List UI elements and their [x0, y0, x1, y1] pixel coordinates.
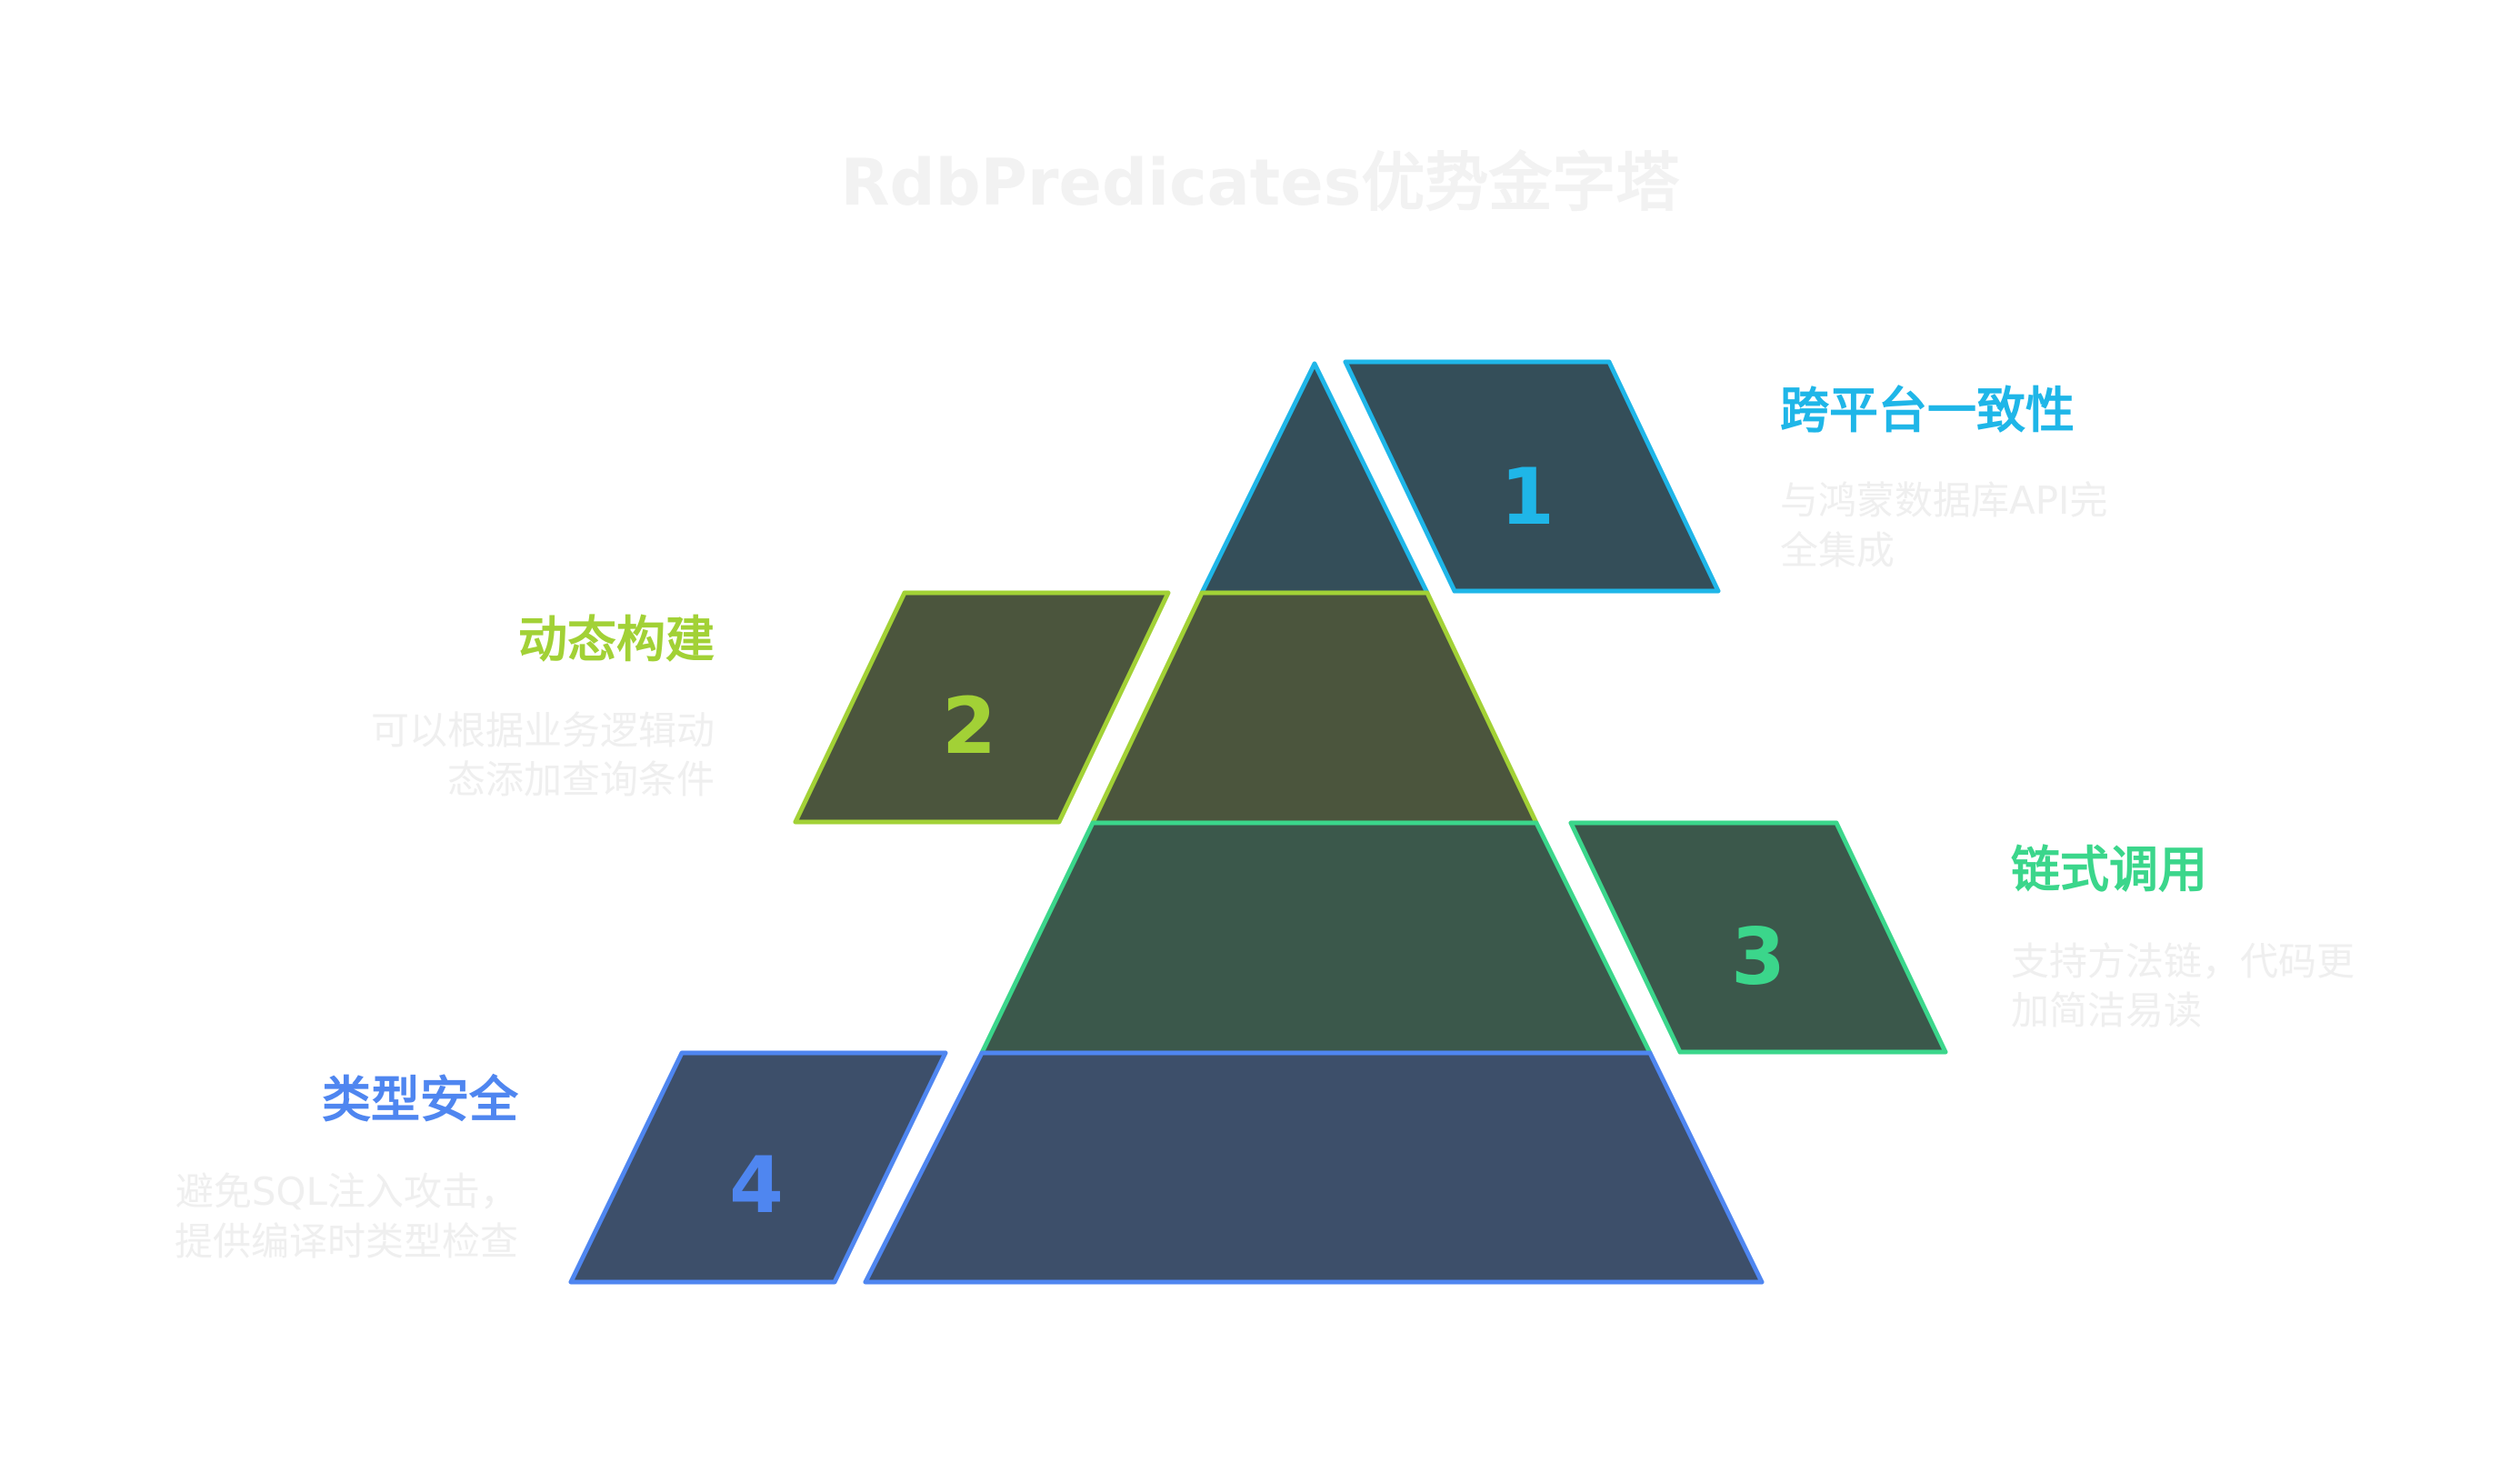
- badge-1: 1: [1343, 359, 1721, 594]
- label-3-heading: 链式调用: [2011, 841, 2207, 898]
- badge-4-shape: [568, 1050, 948, 1285]
- number-badges: 1 2 3 4: [568, 359, 1948, 1285]
- badge-3-number: 3: [1731, 912, 1785, 1003]
- label-4-heading: 类型安全: [322, 1071, 519, 1128]
- diagram-title: RdbPredicates优势金字塔: [841, 145, 1681, 220]
- label-1-desc-line-2: 全集成: [1780, 528, 1895, 573]
- badge-4-number: 4: [729, 1140, 784, 1231]
- label-2-heading: 动态构建: [518, 611, 715, 668]
- label-2-desc-line-2: 态添加查询条件: [447, 757, 715, 802]
- badge-1-number: 1: [1500, 452, 1555, 543]
- pyramid-tier-2: [1090, 590, 1539, 826]
- pyramid: [863, 361, 1765, 1285]
- label-1-desc-line-1: 与鸿蒙数据库API完: [1780, 478, 2107, 523]
- label-4-desc-line-1: 避免SQL注入攻击，: [175, 1169, 518, 1214]
- label-2: 动态构建 可以根据业务逻辑动 态添加查询条件: [371, 611, 715, 802]
- badge-2-shape: [793, 590, 1171, 825]
- label-3-desc-line-2: 加简洁易读: [2011, 988, 2202, 1033]
- labels: 跨平台一致性 与鸿蒙数据库API完 全集成 动态构建 可以根据业务逻辑动 态添加…: [175, 382, 2355, 1264]
- label-4: 类型安全 避免SQL注入攻击， 提供编译时类型检查: [175, 1071, 519, 1264]
- badge-2-number: 2: [942, 681, 996, 772]
- pyramid-tier-3: [979, 820, 1653, 1056]
- badge-1-shape: [1343, 359, 1721, 594]
- label-2-desc-line-1: 可以根据业务逻辑动: [371, 708, 715, 753]
- badge-3-shape: [1568, 820, 1948, 1055]
- badge-2: 2: [793, 590, 1171, 825]
- badge-3: 3: [1568, 820, 1948, 1055]
- label-4-desc-line-2: 提供编译时类型检查: [175, 1219, 518, 1264]
- label-3-desc-line-1: 支持方法链，代码更: [2011, 939, 2355, 984]
- label-3: 链式调用 支持方法链，代码更 加简洁易读: [2011, 841, 2355, 1033]
- label-1: 跨平台一致性 与鸿蒙数据库API完 全集成: [1780, 382, 2107, 573]
- label-1-heading: 跨平台一致性: [1780, 382, 2075, 439]
- badge-4: 4: [568, 1050, 948, 1285]
- pyramid-tier-4: [863, 1050, 1765, 1285]
